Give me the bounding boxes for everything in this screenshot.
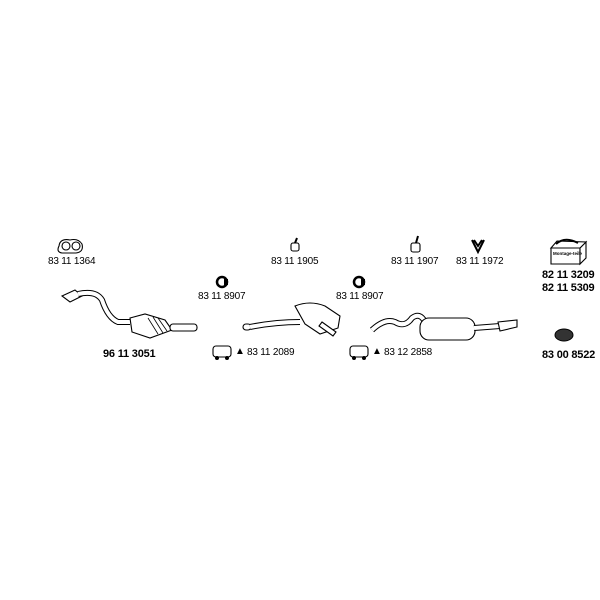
assembly-paste[interactable] xyxy=(554,328,574,342)
part-number-hanger-2[interactable]: 83 11 1907 xyxy=(391,256,439,267)
center-pipe-muffler[interactable] xyxy=(242,302,341,337)
rear-pipe-silencer[interactable] xyxy=(369,312,518,341)
part-number-kit-2[interactable]: 82 11 5309 xyxy=(542,282,595,294)
mounting-kit-box[interactable] xyxy=(549,238,588,266)
clamp-2[interactable] xyxy=(352,275,366,289)
part-number-gasket[interactable]: 83 11 1364 xyxy=(48,256,96,267)
part-number-sleeve-1[interactable]: 83 11 2089 xyxy=(247,347,295,358)
warning-icon: ▲ xyxy=(372,346,382,357)
front-pipe-catalyst[interactable] xyxy=(60,289,198,339)
rubber-hanger-2[interactable] xyxy=(410,235,421,253)
part-number-hanger-1[interactable]: 83 11 1905 xyxy=(271,256,319,267)
part-number-kit-1[interactable]: 82 11 3209 xyxy=(542,269,595,281)
sleeve-1-icon[interactable] xyxy=(212,345,232,360)
part-number-clamp-1[interactable]: 83 11 8907 xyxy=(198,291,246,302)
sleeve-2-icon[interactable] xyxy=(349,345,369,360)
rubber-hanger-1[interactable] xyxy=(290,237,300,252)
part-number-hanger-3[interactable]: 83 11 1972 xyxy=(456,256,504,267)
warning-icon: ▲ xyxy=(235,346,245,357)
gasket-part[interactable] xyxy=(57,238,83,254)
clamp-1[interactable] xyxy=(215,275,229,289)
kit-box-label: Montage-teile xyxy=(553,251,583,256)
part-number-clamp-2[interactable]: 83 11 8907 xyxy=(336,291,384,302)
part-number-sleeve-2[interactable]: 83 12 2858 xyxy=(384,347,433,358)
rubber-hanger-3[interactable] xyxy=(471,239,485,255)
part-number-front-pipe[interactable]: 96 11 3051 xyxy=(103,348,156,360)
part-number-paste[interactable]: 83 00 8522 xyxy=(542,349,596,361)
